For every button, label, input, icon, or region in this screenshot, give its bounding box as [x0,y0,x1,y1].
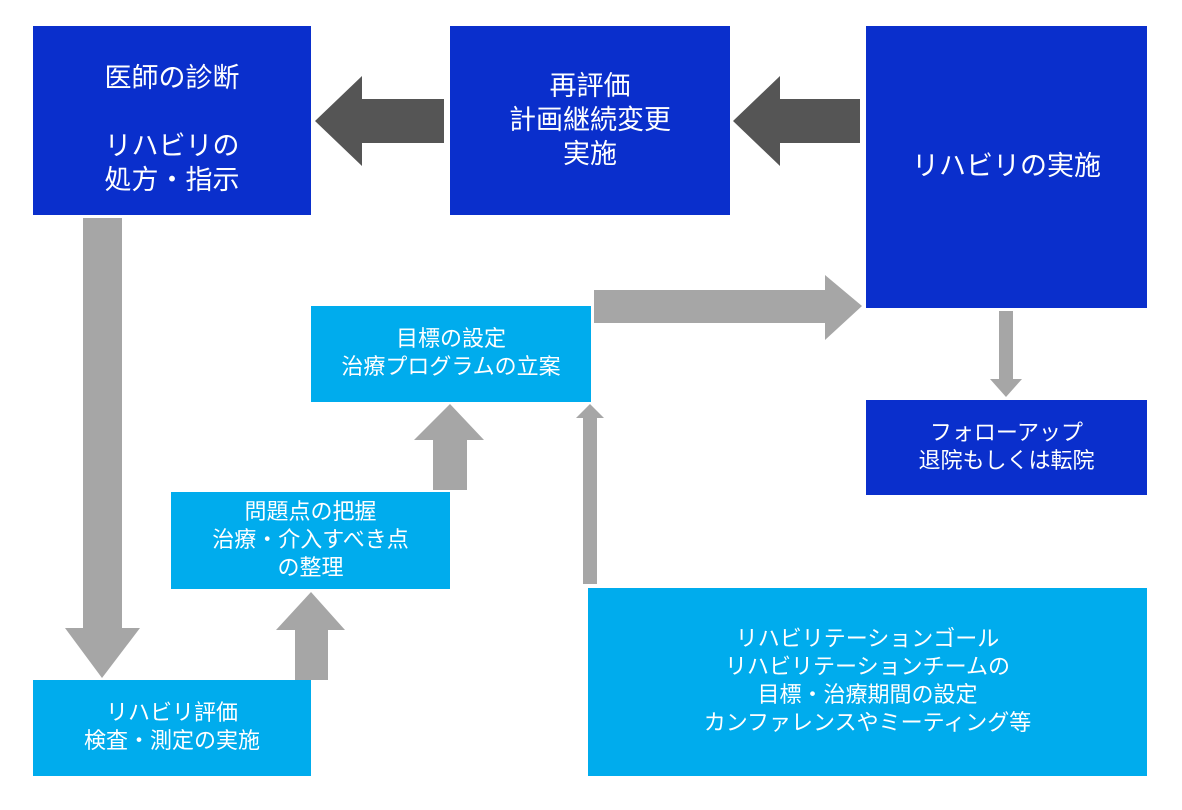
goal-setting-box: 目標の設定 治療プログラムの立案 [311,306,591,402]
arrow-problem-to-goal [414,404,484,490]
arrow-implement-to-followup [990,311,1022,397]
arrow-reeval-to-doctor [315,76,444,166]
arrow-implement-to-reeval [733,76,860,166]
problem-identification-box: 問題点の把握 治療・介入すべき点 の整理 [171,492,450,589]
arrow-team-to-goal [576,404,604,584]
team-goal-box: リハビリテーションゴール リハビリテーションチームの 目標・治療期間の設定 カン… [588,588,1147,776]
arrow-eval-to-problem [276,592,345,680]
reevaluation-box: 再評価 計画継続変更 実施 [450,26,730,215]
doctor-diagnosis-box: 医師の診断 リハビリの 処方・指示 [33,26,311,215]
followup-box: フォローアップ 退院もしくは転院 [866,400,1147,495]
arrow-doctor-to-eval [65,218,140,678]
rehab-implementation-box: リハビリの実施 [866,26,1147,308]
rehab-evaluation-box: リハビリ評価 検査・測定の実施 [33,680,311,776]
arrow-goal-to-implement [594,275,862,340]
